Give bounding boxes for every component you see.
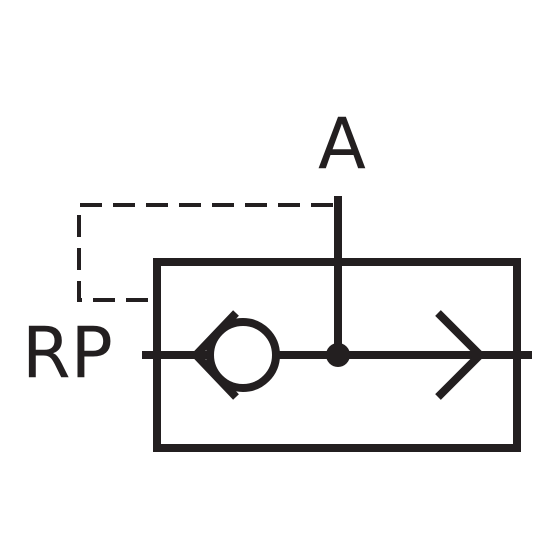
- flow-direction-arrow: [435, 310, 486, 400]
- port-rp-label: RP: [22, 312, 113, 394]
- pilot-line-dashed: [77, 203, 333, 302]
- port-a-label: A: [318, 103, 366, 185]
- check-valve-ball: [206, 318, 280, 392]
- junction-dot: [326, 343, 350, 367]
